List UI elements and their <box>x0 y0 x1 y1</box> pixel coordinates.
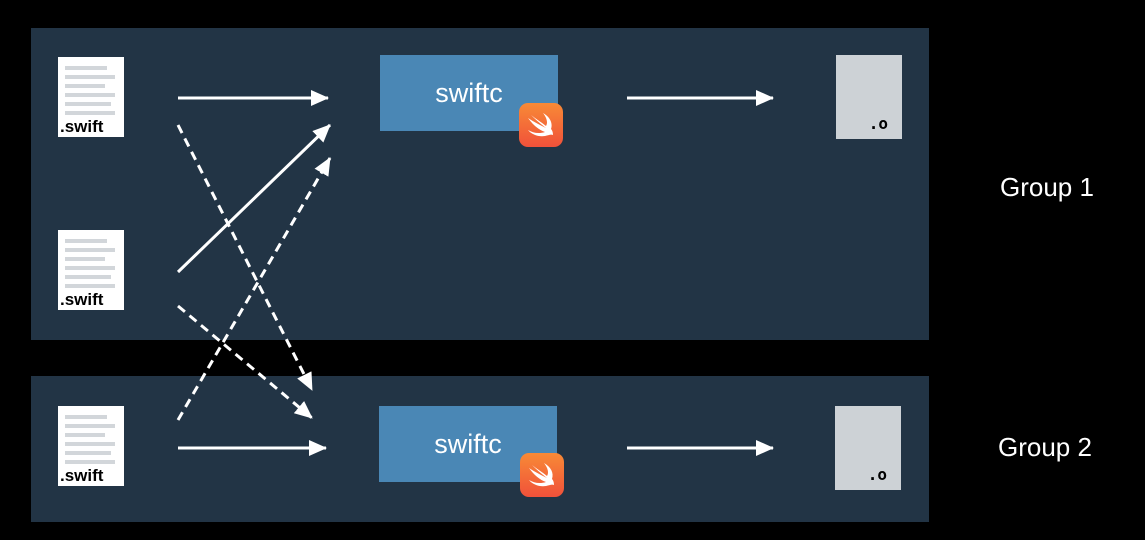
dashed-arrow-icon <box>176 124 314 391</box>
arrow-icon <box>176 123 332 274</box>
object-file-group-2: .o <box>835 406 901 490</box>
dashed-arrow-icon <box>176 157 332 421</box>
compiler-label: swiftc <box>434 429 502 459</box>
swift-logo-icon <box>520 453 564 497</box>
source-file-3: .swift <box>58 406 124 486</box>
swift-logo-icon <box>519 103 563 147</box>
object-file-group-1: .o <box>836 55 902 139</box>
group-2-label: Group 2 <box>998 432 1092 462</box>
source-file-extension: .swift <box>60 117 104 136</box>
object-file-extension: .o <box>868 114 888 133</box>
source-file-extension: .swift <box>60 466 104 485</box>
compiler-label: swiftc <box>435 78 503 108</box>
group-1-label: Group 1 <box>1000 172 1094 202</box>
dashed-arrow-icon <box>177 304 313 420</box>
source-file-extension: .swift <box>60 290 104 309</box>
source-file-2: .swift <box>58 230 124 310</box>
source-file-1: .swift <box>58 57 124 137</box>
object-file-extension: .o <box>867 465 887 484</box>
